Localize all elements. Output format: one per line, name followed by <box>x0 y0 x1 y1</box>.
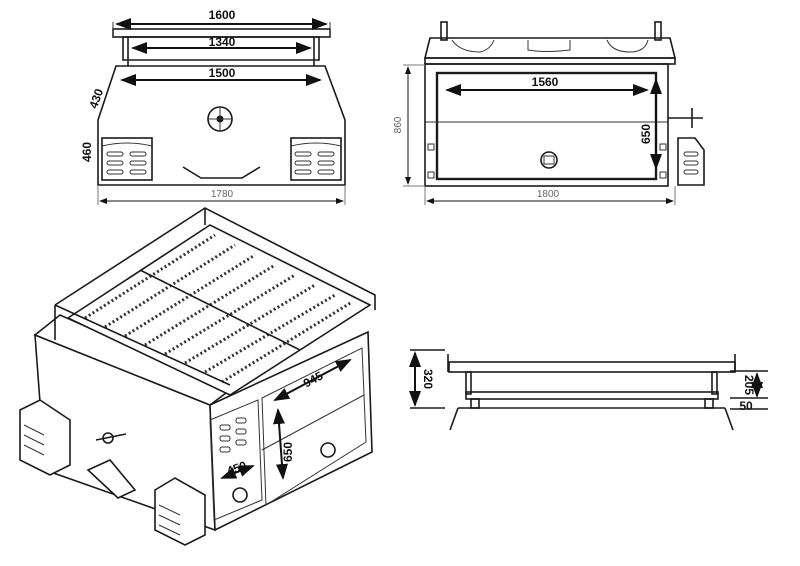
iso-handle <box>86 459 137 499</box>
dim-base-width: 1780 <box>211 189 234 200</box>
profile-rack-frame <box>465 391 719 400</box>
front-view: 1600 1340 1500 430 460 <box>80 8 346 205</box>
iso-wheel-mount-icon <box>95 432 127 444</box>
vent-panel-right <box>290 137 342 181</box>
dim-door-height: 650 <box>639 124 653 144</box>
iso-bracket-right <box>154 477 206 546</box>
spare-wheel-mount-icon <box>207 106 233 132</box>
dim-lower-side-height: 460 <box>80 142 94 162</box>
canopy-front-outline <box>97 65 346 186</box>
dim-canopy-top-width: 1500 <box>209 66 236 80</box>
door-lock-icon <box>540 151 558 169</box>
dim-upper-side-height: 430 <box>86 87 106 111</box>
water-tap-icon <box>668 108 703 128</box>
rack-profile-view: 320 205 50 <box>409 349 768 431</box>
side-view: 1560 650 860 1800 <box>393 21 705 205</box>
rack-rail <box>54 207 376 310</box>
dim-total-height: 320 <box>421 369 435 389</box>
rack-side-rail <box>423 37 677 59</box>
iso-hatch-panel <box>209 399 263 521</box>
profile-rack-bar <box>448 361 736 373</box>
dim-rack-inner-width: 1340 <box>209 35 236 49</box>
dim-door-width: 1560 <box>532 75 559 89</box>
canopy-side-body <box>424 63 669 187</box>
dim-overall-height: 860 <box>393 116 404 133</box>
dim-rack-height: 205 <box>742 375 756 395</box>
dim-overall-length: 1800 <box>537 189 560 200</box>
handle <box>182 166 261 179</box>
bracket-right <box>654 21 662 41</box>
vent-panel-left <box>101 137 153 181</box>
dim-iso-door-height: 650 <box>281 442 295 462</box>
bracket-left <box>440 21 448 41</box>
iso-bracket-left <box>19 399 71 476</box>
dim-rack-width: 1600 <box>209 8 236 22</box>
iso-hatch-lock-icon <box>232 487 248 503</box>
dim-iso-hatch-width: 450 <box>225 458 249 478</box>
isometric-view: 945 650 450 <box>19 207 376 546</box>
side-bracket <box>677 137 705 186</box>
dim-foot-height: 50 <box>739 399 753 413</box>
iso-door-lock-icon <box>320 442 336 458</box>
